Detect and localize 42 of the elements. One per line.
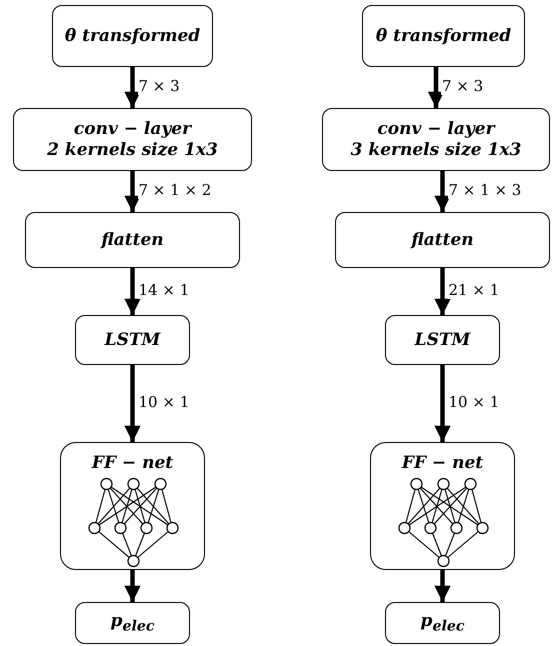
arrow: [434, 570, 451, 602]
node-label: p$_{elec}$: [110, 610, 154, 636]
process-box: [25, 212, 240, 268]
node-label: p$_{elec}$: [420, 610, 464, 636]
node-label: θ transformed: [376, 26, 512, 46]
edge-label: 7 × 3: [138, 76, 181, 94]
arrow: [434, 365, 451, 442]
node-label: LSTM: [414, 330, 470, 350]
node-label: 2 kernels size 1x3: [47, 140, 218, 160]
arrow: [124, 67, 141, 108]
node-label: flatten: [411, 230, 474, 250]
arrow: [124, 171, 141, 212]
process-box: [13, 108, 252, 171]
node-label: FF − net: [402, 453, 484, 474]
arrow: [124, 268, 141, 315]
process-box: [75, 602, 190, 644]
node-label: θ transformed: [64, 26, 200, 46]
node-label: FF − net: [92, 453, 174, 474]
arrow: [124, 365, 141, 442]
process-box: [385, 602, 500, 644]
edge-label: 7 × 1 × 3: [448, 180, 522, 198]
process-box: [385, 315, 500, 365]
process-box: [362, 5, 525, 67]
edge-label: 10 × 1: [448, 392, 500, 410]
node-label: 3 kernels size 1x3: [350, 140, 522, 160]
arrow: [434, 268, 451, 315]
edge-label: 7 × 1 × 2: [138, 180, 212, 198]
arrow: [428, 67, 444, 108]
arrow: [434, 171, 451, 212]
edge-label: 7 × 3: [441, 76, 484, 94]
process-box: [322, 108, 550, 171]
node-label: LSTM: [104, 330, 160, 350]
node-label: conv − layer: [74, 119, 192, 140]
network-box: [370, 442, 515, 570]
process-box: [52, 5, 213, 67]
network-box: [60, 442, 205, 570]
node-label: conv − layer: [377, 119, 495, 140]
node-label: flatten: [101, 230, 164, 250]
process-box: [335, 212, 550, 268]
process-box: [75, 315, 190, 365]
arrow: [124, 570, 141, 602]
edge-label: 10 × 1: [138, 392, 190, 410]
